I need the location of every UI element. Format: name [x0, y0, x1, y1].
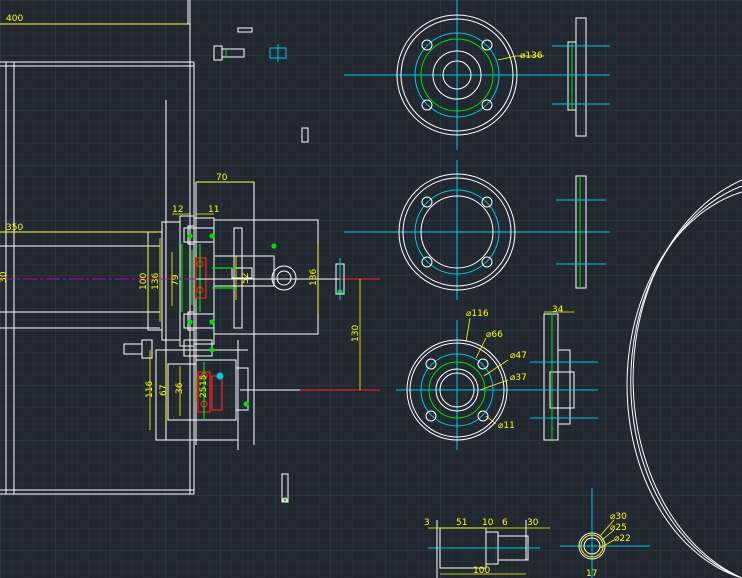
dim-15: 15: [199, 375, 209, 386]
dim-flange3-dia66: ⌀66: [486, 330, 503, 340]
dim-shaft-6: 6: [502, 518, 508, 528]
dim-shaft-100: 100: [473, 566, 490, 576]
hex-bolt-part: [213, 27, 253, 61]
dim-79: 79: [171, 274, 181, 286]
dim-12: 12: [172, 205, 183, 215]
dim-36: 36: [175, 382, 185, 394]
assembly-centerlines: [0, 278, 380, 391]
dim-52: 52: [241, 273, 251, 284]
dim-shaft-10: 10: [482, 518, 494, 528]
gearbox-green-parts: [181, 233, 343, 420]
dim-130: 130: [351, 325, 361, 342]
flange-1-front-view: [344, 0, 590, 150]
key-part: [335, 258, 345, 300]
assembly-dimension-lines: [0, 23, 361, 430]
flange-2-side-view: [556, 175, 606, 289]
dim-shaft-30: 30: [527, 518, 539, 528]
dim-flange3-dia11: ⌀11: [498, 421, 515, 431]
flange-leaders: [465, 55, 544, 425]
pin-part: [281, 473, 289, 503]
dim-section-dia30: ⌀30: [610, 512, 627, 522]
dim-136-housing: 136: [309, 269, 319, 286]
dim-section-dia22: ⌀22: [614, 534, 631, 544]
washer-part: [301, 127, 309, 143]
dim-flange3-dia116: ⌀116: [466, 309, 489, 319]
shaft-section-view: [560, 488, 650, 578]
dim-116: 116: [145, 381, 155, 398]
shaft-part: [428, 520, 550, 578]
dim-section-17: 17: [586, 569, 597, 578]
flange-3-side-view: [530, 311, 598, 441]
lube-point-marker: [216, 372, 224, 380]
nut-part: [269, 44, 287, 62]
dim-flange1-dia136: ⌀136: [520, 51, 543, 61]
dim-11: 11: [208, 205, 219, 215]
dim-25: 25: [199, 387, 209, 398]
dim-30: 30: [0, 271, 9, 283]
dim-70: 70: [216, 173, 228, 183]
dim-136-gear: 136: [151, 273, 161, 290]
flange-2-front-view: [344, 160, 610, 300]
dim-400: 400: [6, 14, 23, 24]
flange-1-side-view: [552, 17, 610, 137]
dim-shaft-51: 51: [456, 518, 467, 528]
dim-100: 100: [139, 273, 149, 290]
dim-flange3-side-34: 34: [552, 305, 564, 315]
dim-flange3-dia47: ⌀47: [510, 351, 527, 361]
dim-67: 67: [159, 385, 169, 396]
dim-flange3-dia37: ⌀37: [510, 373, 527, 383]
large-pulley-arc: [626, 179, 742, 578]
dim-section-dia25: ⌀25: [610, 523, 627, 533]
dim-shaft-3: 3: [424, 518, 430, 528]
side-bolt-part: [123, 339, 153, 359]
dim-350: 350: [6, 223, 23, 233]
flange-3-front-view: [396, 320, 596, 450]
